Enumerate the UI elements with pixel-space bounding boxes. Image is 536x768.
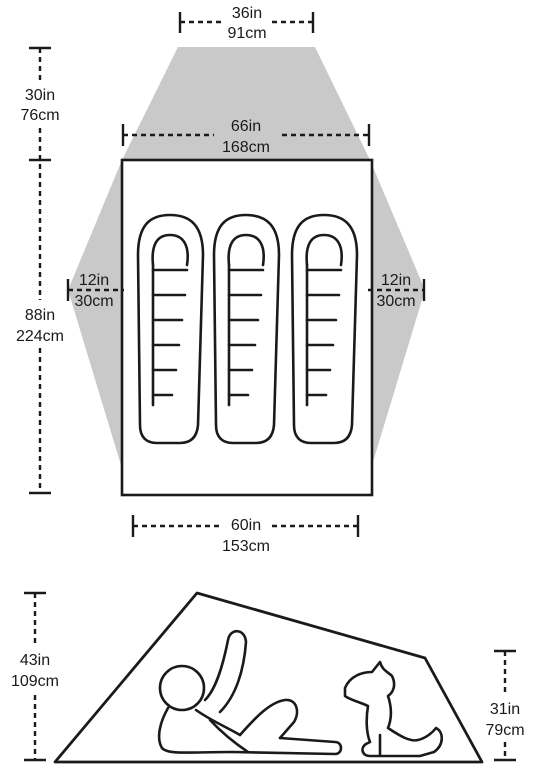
sleeping-bag bbox=[290, 213, 359, 445]
dim-peak-height-metric: 109cm bbox=[11, 673, 59, 690]
dim-side-left-metric: 30cm bbox=[74, 293, 113, 310]
sleeping-bag bbox=[212, 213, 281, 445]
dim-foot-width-imperial: 60in bbox=[231, 517, 261, 534]
dim-floor-length-imperial: 88in bbox=[25, 307, 55, 324]
dimension-vertical-left: 30in 76cm 88in 224cm bbox=[16, 46, 64, 495]
dim-floor-length-metric: 224cm bbox=[16, 328, 64, 345]
dim-top-width-metric: 91cm bbox=[227, 25, 266, 42]
dim-vestibule-depth-metric: 76cm bbox=[20, 107, 59, 124]
dimension-side-right: 12in 30cm bbox=[368, 272, 426, 310]
tent-side-profile bbox=[53, 591, 484, 764]
dim-foot-height-imperial: 31in bbox=[490, 701, 520, 718]
dim-side-right-imperial: 12in bbox=[381, 272, 411, 289]
person-figure bbox=[157, 629, 343, 756]
sleeping-bag bbox=[136, 213, 205, 445]
dog-figure bbox=[343, 660, 444, 758]
dim-foot-width-metric: 153cm bbox=[222, 538, 270, 555]
dim-side-left-imperial: 12in bbox=[79, 272, 109, 289]
dim-head-width-metric: 168cm bbox=[222, 139, 270, 156]
sleeping-bags bbox=[136, 213, 359, 445]
dimension-top-width: 36in 91cm bbox=[178, 5, 315, 42]
dim-foot-height-metric: 79cm bbox=[485, 722, 524, 739]
dimension-foot-width: 60in 153cm bbox=[131, 515, 360, 555]
dimension-side-left: 12in 30cm bbox=[66, 272, 124, 310]
dimension-foot-height: 31in 79cm bbox=[485, 649, 525, 762]
dim-top-width-imperial: 36in bbox=[232, 5, 262, 22]
dim-vestibule-depth-imperial: 30in bbox=[25, 87, 55, 104]
dim-head-width-imperial: 66in bbox=[231, 118, 261, 135]
dim-side-right-metric: 30cm bbox=[376, 293, 415, 310]
dimension-head-width: 66in 168cm bbox=[121, 118, 371, 156]
tent-floor bbox=[120, 158, 374, 497]
dim-peak-height-imperial: 43in bbox=[20, 652, 50, 669]
dimension-peak-height: 43in 109cm bbox=[11, 591, 59, 762]
